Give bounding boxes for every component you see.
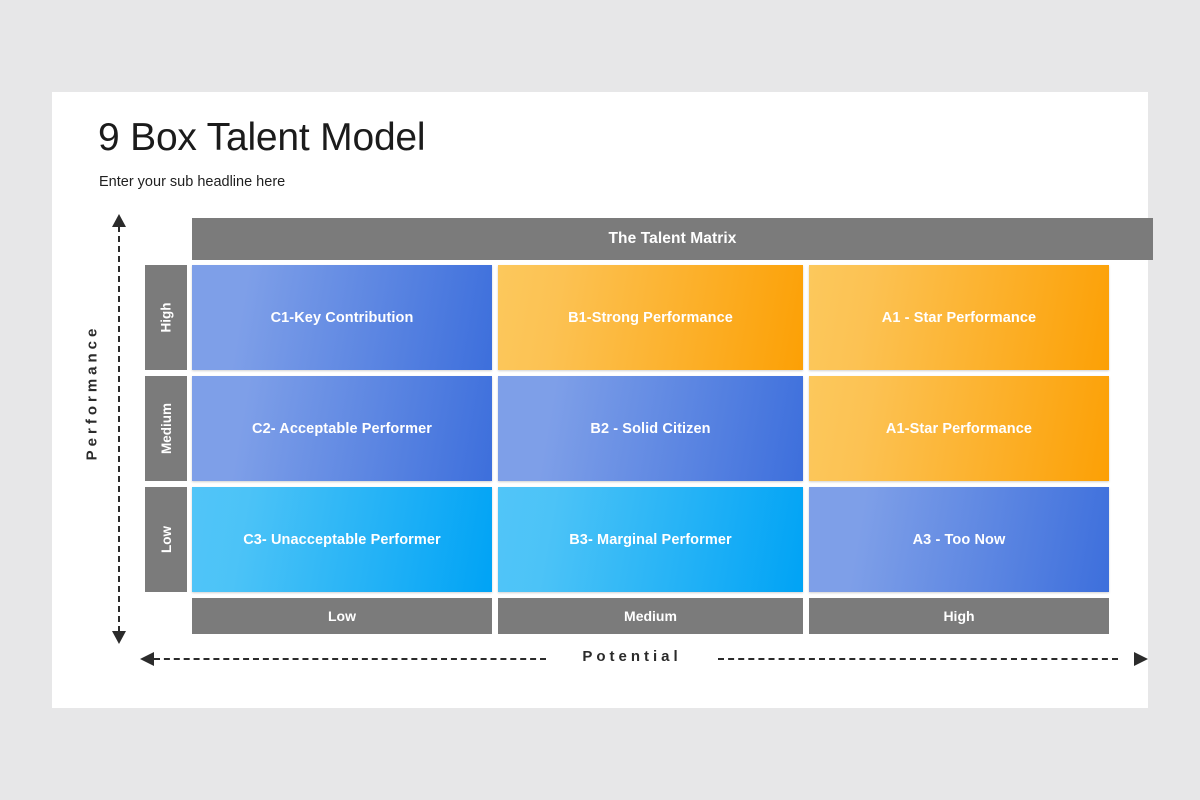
slide-canvas: 9 Box Talent Model Enter your sub headli… (52, 92, 1153, 708)
column-label-low-text: Low (328, 608, 356, 624)
matrix-cell-a1-high[interactable]: A1 - Star Performance (809, 265, 1109, 370)
matrix-cell-b3[interactable]: B3- Marginal Performer (498, 487, 803, 592)
matrix-header-bar: The Talent Matrix (192, 218, 1153, 260)
potential-axis-label: Potential (582, 648, 682, 665)
matrix-cell-a3-label: A3 - Too Now (912, 531, 1006, 548)
row-label-low[interactable]: Low (145, 487, 187, 592)
row-label-high-text: High (158, 302, 174, 333)
column-label-high[interactable]: High (809, 598, 1109, 634)
column-label-low[interactable]: Low (192, 598, 492, 634)
performance-axis: Performance (52, 214, 145, 644)
matrix-cell-a1-high-label: A1 - Star Performance (881, 309, 1037, 326)
column-label-medium[interactable]: Medium (498, 598, 803, 634)
potential-axis: Potential (140, 644, 1148, 674)
matrix-cell-b2-label: B2 - Solid Citizen (590, 420, 711, 437)
matrix-cell-a3[interactable]: A3 - Too Now (809, 487, 1109, 592)
row-label-high[interactable]: High (145, 265, 187, 370)
performance-axis-label: Performance (83, 324, 101, 461)
axis-dashed-line-right (718, 658, 1118, 660)
axis-dashed-line-vertical (118, 226, 120, 632)
column-label-high-text: High (943, 608, 975, 624)
axis-arrow-up-icon (112, 214, 126, 227)
matrix-cell-c2-label: C2- Acceptable Performer (252, 420, 432, 437)
row-label-medium-text: Medium (158, 402, 174, 455)
matrix-cell-c3-label: C3- Unacceptable Performer (243, 531, 441, 548)
axis-dashed-line-left (154, 658, 546, 660)
matrix-cell-c2[interactable]: C2- Acceptable Performer (192, 376, 492, 481)
matrix-cell-b3-label: B3- Marginal Performer (569, 531, 732, 548)
matrix-cell-c1[interactable]: C1-Key Contribution (192, 265, 492, 370)
page-subtitle: Enter your sub headline here (99, 174, 286, 190)
matrix-cell-a1-medium[interactable]: A1-Star Performance (809, 376, 1109, 481)
talent-matrix: The Talent Matrix High Medium Low C1-Key… (145, 218, 1153, 638)
matrix-cell-b1-label: B1-Strong Performance (568, 309, 733, 326)
axis-arrow-left-icon (140, 652, 154, 666)
page-title: 9 Box Talent Model (98, 116, 426, 159)
matrix-cell-b2[interactable]: B2 - Solid Citizen (498, 376, 803, 481)
row-label-medium[interactable]: Medium (145, 376, 187, 481)
matrix-header-label: The Talent Matrix (608, 230, 737, 247)
column-label-medium-text: Medium (624, 608, 677, 624)
matrix-cell-c1-label: C1-Key Contribution (270, 309, 414, 326)
matrix-cell-b1[interactable]: B1-Strong Performance (498, 265, 803, 370)
axis-arrow-right-icon (1134, 652, 1148, 666)
row-label-low-text: Low (158, 526, 174, 553)
matrix-cell-c3[interactable]: C3- Unacceptable Performer (192, 487, 492, 592)
axis-arrow-down-icon (112, 631, 126, 644)
matrix-cell-a1-medium-label: A1-Star Performance (885, 420, 1033, 437)
